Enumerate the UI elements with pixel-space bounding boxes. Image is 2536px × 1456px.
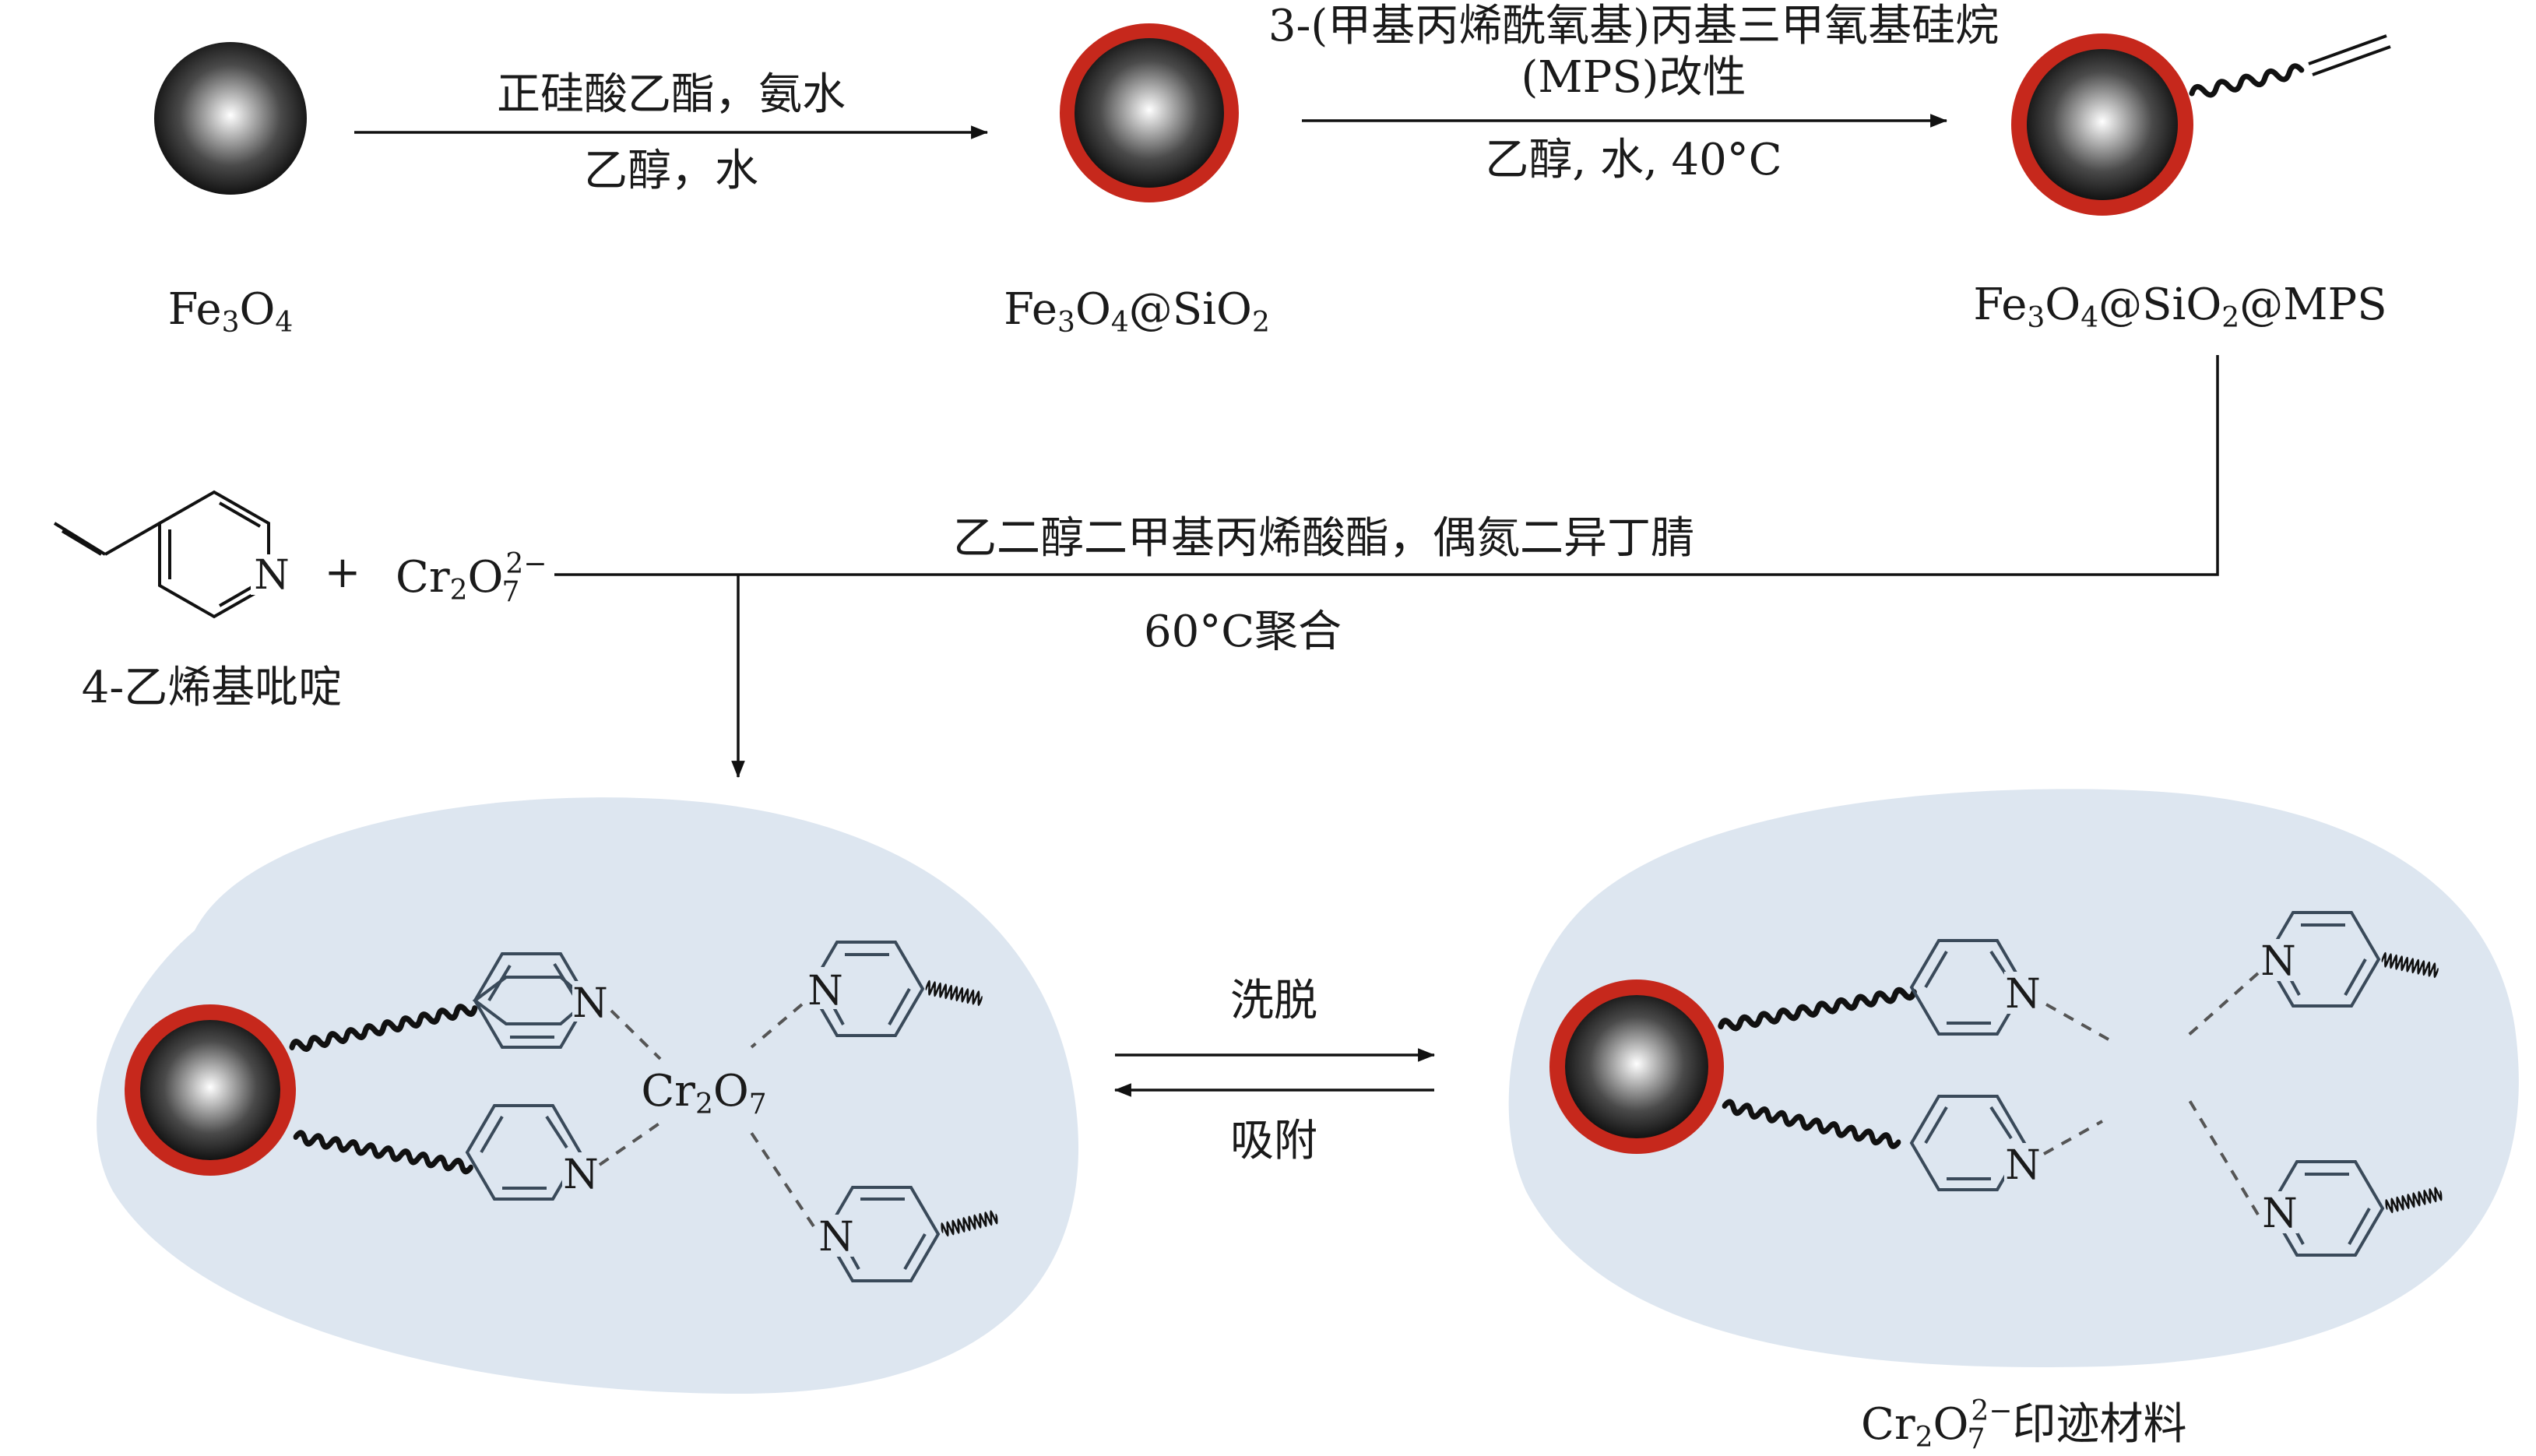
step3-conditions: 60°C聚合 bbox=[1144, 607, 1342, 657]
coord-b bbox=[598, 1121, 662, 1166]
label-fe3o4: Fe3O4 bbox=[168, 284, 294, 339]
step2-conditions: 乙醇, 水, 40°C bbox=[1485, 135, 1782, 185]
step4-backward: 吸附 bbox=[1230, 1116, 1317, 1166]
plus-sign: + bbox=[325, 547, 361, 598]
pyridine-d-n: N bbox=[818, 1214, 854, 1261]
pyridine-a-n: N bbox=[572, 980, 608, 1027]
center-dichromate: Cr2O7 bbox=[641, 1066, 766, 1120]
imprinted-core-left bbox=[140, 1020, 280, 1160]
step1-solvent: 乙醇，水 bbox=[584, 146, 758, 196]
arrow-step3-path bbox=[554, 355, 2219, 576]
vinylpyridine-n: N bbox=[254, 552, 290, 599]
fe3o4-sio2-mps-core bbox=[2027, 49, 2178, 200]
pyridine-b-n: N bbox=[563, 1152, 599, 1198]
vinyl-bond-a bbox=[2308, 34, 2387, 65]
label-fe3o4-sio2-mps: Fe3O4@SiO2@MPS bbox=[1973, 280, 2387, 334]
step4-forward: 洗脱 bbox=[1230, 976, 1317, 1026]
vinylpyridine-structure bbox=[53, 490, 291, 619]
label-fe3o4-sio2: Fe3O4@SiO2 bbox=[1004, 284, 1270, 339]
vinyl-bond-b bbox=[2312, 45, 2391, 76]
product-label: Cr2O72−印迹材料 bbox=[1861, 1395, 2186, 1455]
pyridine-h-n: N bbox=[2262, 1190, 2298, 1237]
pyridine-c-n: N bbox=[807, 968, 843, 1015]
step2-reagent-line1: 3-(甲基丙烯酰氧基)丙基三甲氧基硅烷 bbox=[1268, 1, 1999, 51]
monomer-name: 4-乙烯基吡啶 bbox=[82, 663, 343, 713]
step1-reagents: 正硅酸乙酯，氨水 bbox=[497, 69, 846, 120]
step3-reagents: 乙二醇二甲基丙烯酸酯，偶氮二异丁腈 bbox=[953, 513, 1694, 564]
cavity-dash-h bbox=[2186, 1096, 2260, 1216]
pyridine-f-n: N bbox=[2005, 1142, 2041, 1189]
pyridine-e-n: N bbox=[2005, 971, 2041, 1018]
fe3o4-sio2-core bbox=[1075, 38, 1224, 188]
step2-reagent-line2: (MPS)改性 bbox=[1521, 52, 1746, 103]
mps-chain bbox=[2189, 63, 2305, 98]
dichromate-ion: Cr2O72− bbox=[396, 548, 547, 608]
cavity-dash-g bbox=[2186, 972, 2260, 1037]
imprinted-core-right bbox=[1565, 995, 1708, 1138]
pyridine-g-n: N bbox=[2260, 938, 2296, 985]
fe3o4-core bbox=[154, 42, 307, 195]
